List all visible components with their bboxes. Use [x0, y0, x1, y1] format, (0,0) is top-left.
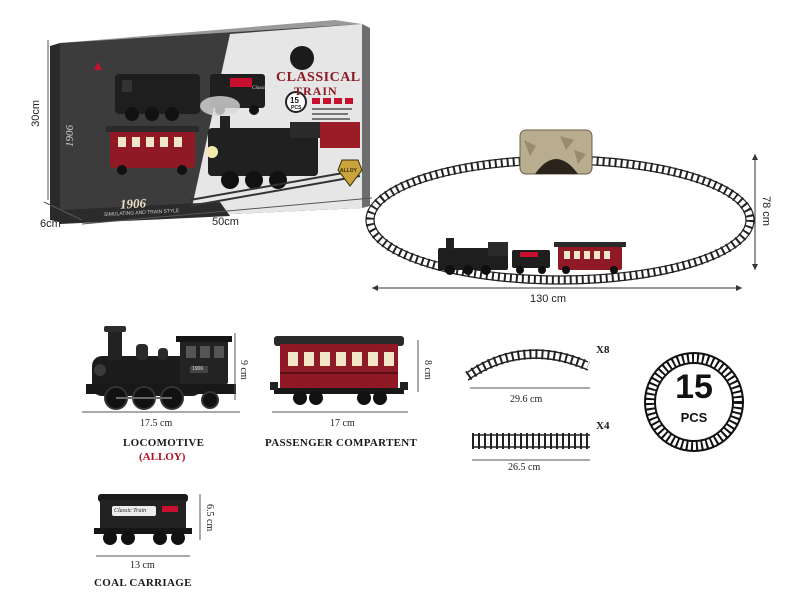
curved-track-length: 29.6 cm: [510, 394, 543, 405]
box-badge-count: 15: [290, 96, 299, 105]
pcs-badge-count: 15: [675, 368, 713, 406]
box-badge-unit: PCS: [291, 105, 302, 111]
coal-height-label: 6.5 cm: [204, 504, 215, 532]
straight-track-length: 26.5 cm: [508, 462, 541, 473]
oval-track-layout: [365, 129, 755, 285]
straight-track-qty: X4: [596, 420, 610, 432]
coal-carriage-illustration: [94, 494, 192, 545]
box-depth-label: 6cm: [40, 218, 61, 230]
passenger-width-label: 17 cm: [330, 418, 355, 429]
box-illustration: [50, 20, 370, 224]
box-width-label: 50cm: [212, 216, 239, 228]
pcs-badge-ring: [644, 352, 744, 452]
box-coal-plate: Classic Train: [252, 86, 279, 91]
passenger-height-label: 8 cm: [422, 360, 433, 380]
product-box: CLASSICAL TRAIN 15 PCS 1906 1906 SIMULAT…: [40, 10, 380, 235]
curved-track-illustration: [465, 349, 591, 381]
locomotive-sub-label: (ALLOY): [139, 451, 186, 463]
box-title-line2: TRAIN: [294, 84, 338, 98]
track-height-label: 78 cm: [760, 196, 772, 226]
locomotive-illustration: [86, 326, 236, 410]
coal-plate: Classic Train: [114, 508, 147, 514]
box-alloy-badge: ALLOY: [340, 168, 357, 174]
coal-width-label: 13 cm: [130, 560, 155, 571]
straight-track-illustration: [472, 433, 590, 449]
curved-track-qty: X8: [596, 344, 610, 356]
passenger-car-illustration: [270, 336, 408, 405]
box-title-line1: CLASSICAL: [276, 70, 361, 85]
locomotive-width-label: 17.5 cm: [140, 418, 173, 429]
locomotive-plate: 1906: [192, 366, 204, 372]
passenger-name: PASSENGER COMPARTENT: [265, 437, 418, 449]
locomotive-name: LOCOMOTIVE: [123, 437, 205, 449]
track-width-label: 130 cm: [530, 293, 567, 305]
pcs-badge-unit: PCS: [680, 410, 708, 425]
coal-name: COAL CARRIAGE: [94, 577, 192, 589]
locomotive-height-label: 9 cm: [238, 360, 249, 380]
